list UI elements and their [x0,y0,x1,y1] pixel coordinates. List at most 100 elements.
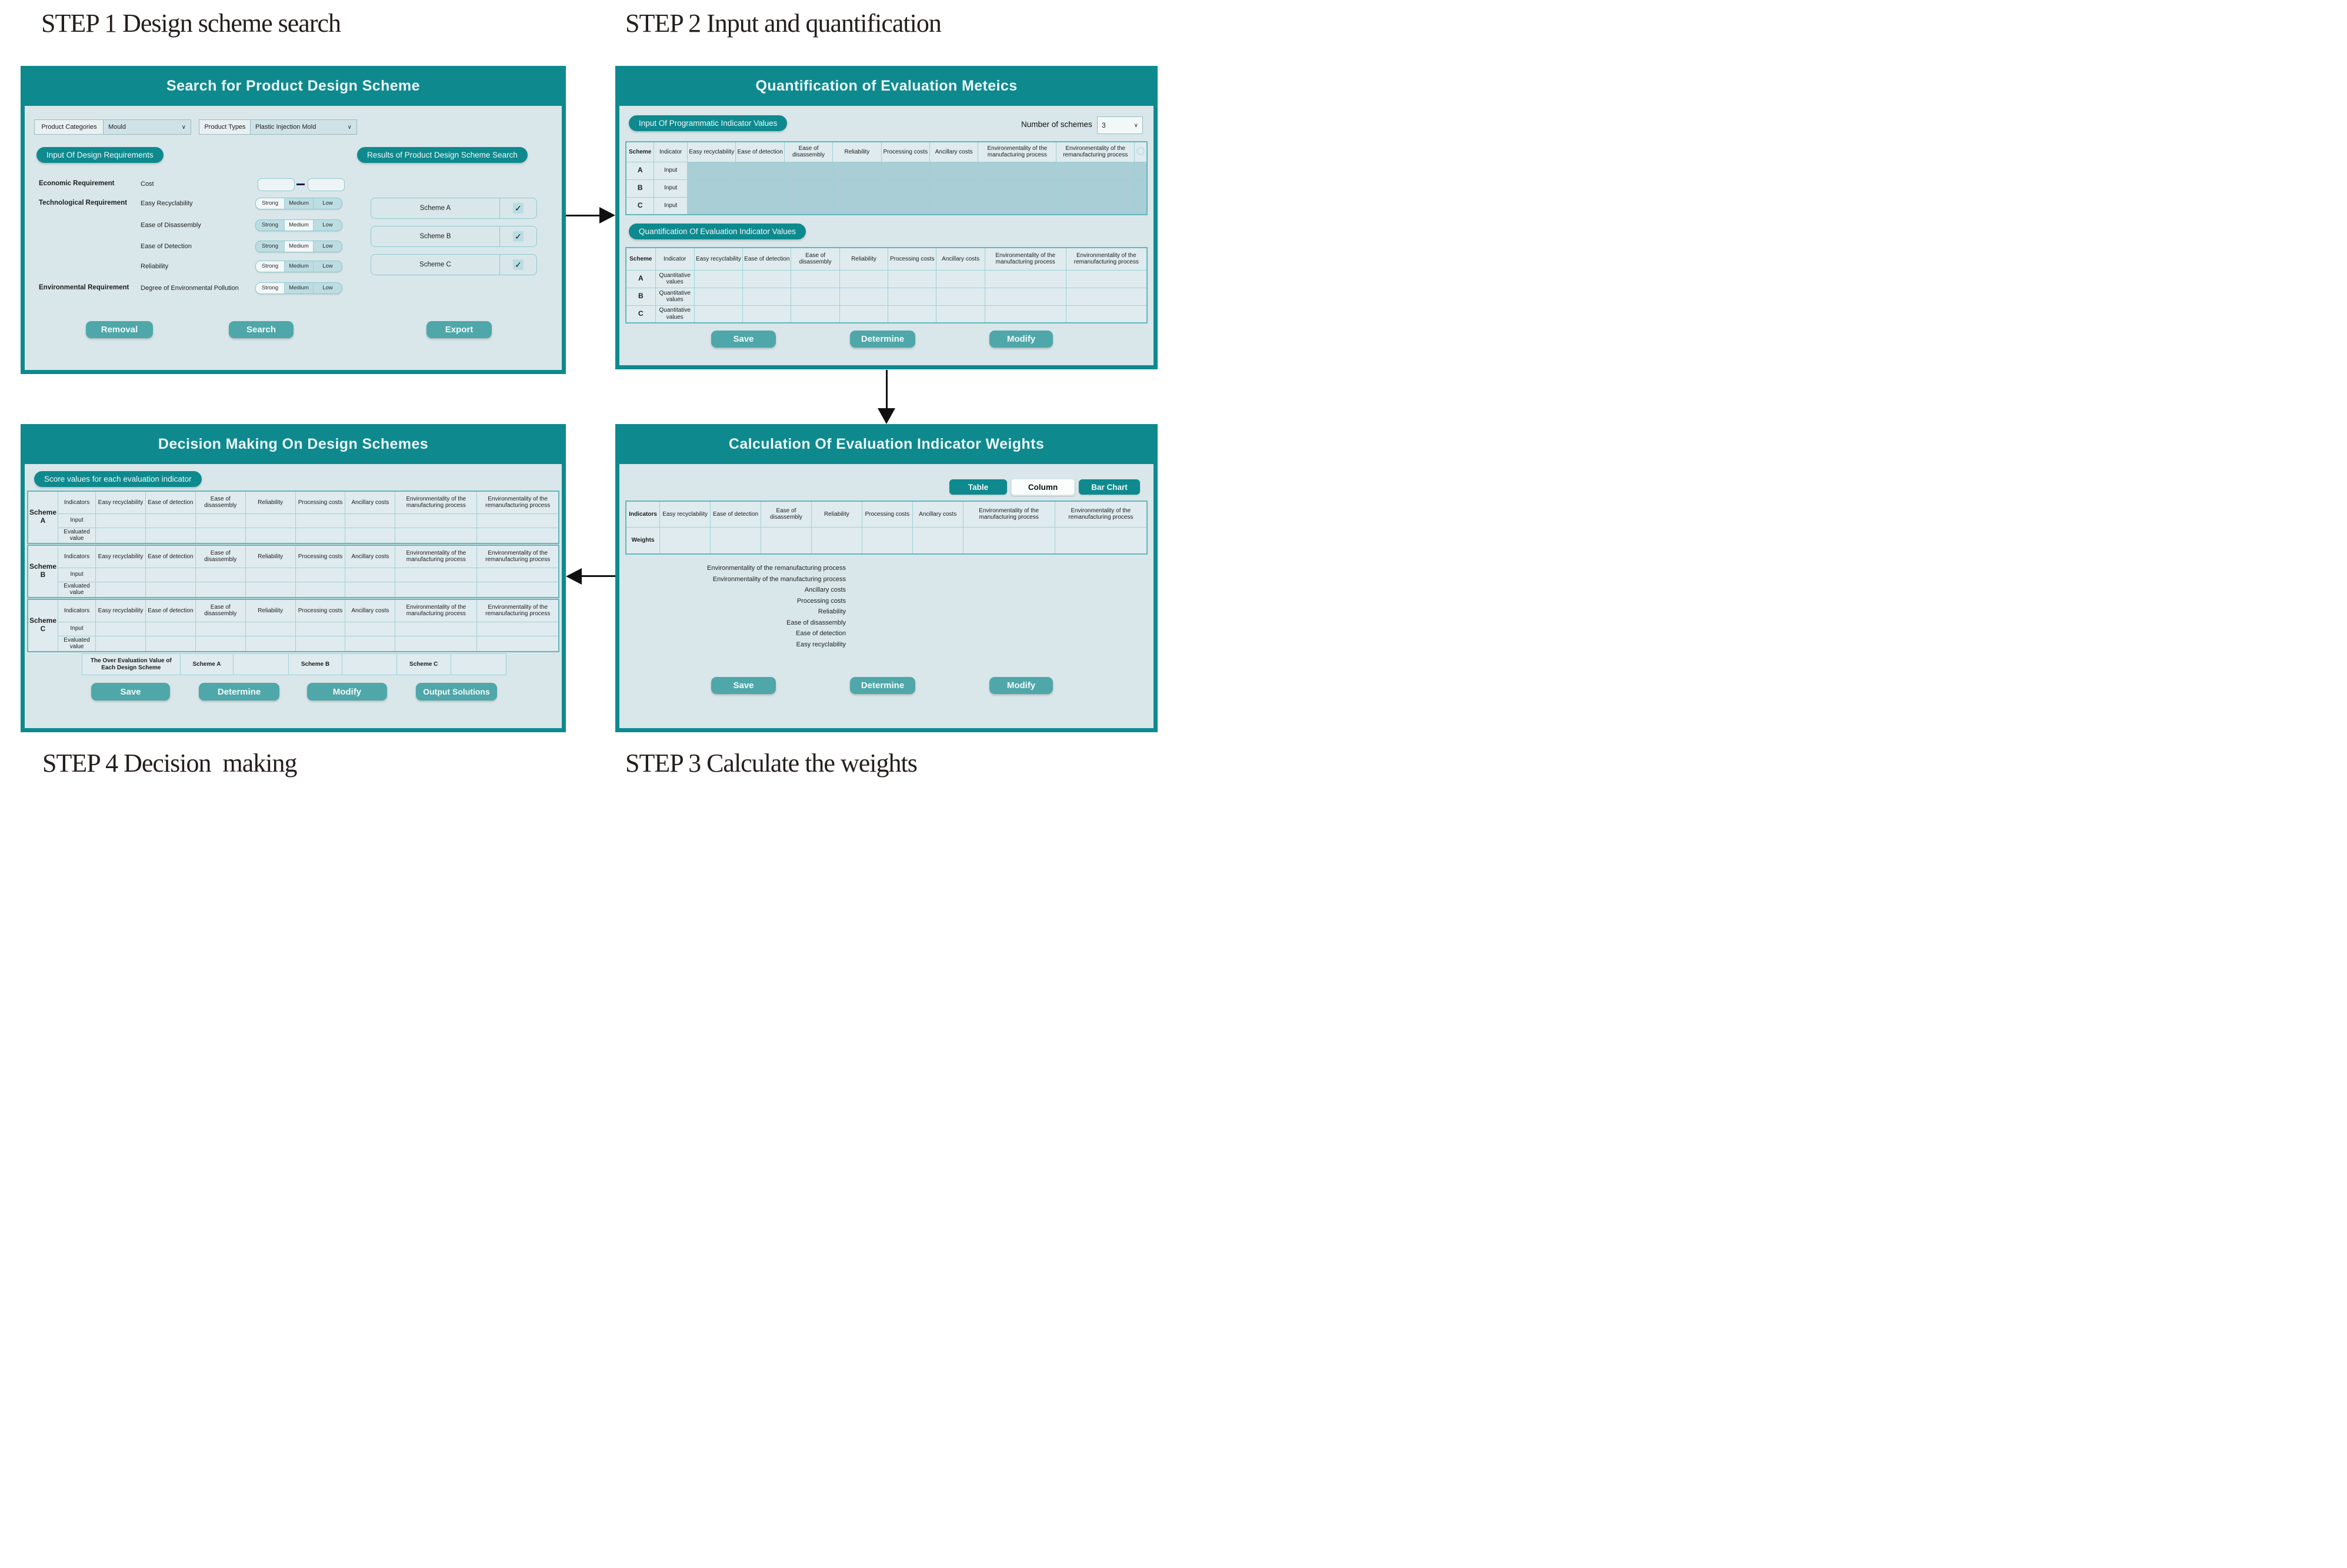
input-cell[interactable] [145,621,196,636]
value-cell[interactable] [95,581,146,598]
input-cell[interactable] [687,179,736,198]
input-cell[interactable] [839,287,889,306]
input-cell[interactable] [929,179,979,198]
input-cell[interactable] [735,161,785,180]
input-cell[interactable] [245,621,296,636]
modify-button[interactable]: Modify [989,677,1053,694]
input-cell[interactable] [345,621,396,636]
value-cell[interactable] [195,527,246,543]
product-types-dropdown[interactable]: Plastic Injection Mold∨ [250,119,357,135]
scheme-a-value-cell[interactable] [233,653,289,675]
weight-cell[interactable] [811,526,862,555]
weight-cell[interactable] [1054,526,1148,555]
value-cell[interactable] [245,527,296,543]
weight-cell[interactable] [912,526,964,555]
segment-medium[interactable]: Medium [285,198,314,209]
value-cell[interactable] [345,527,396,543]
value-cell[interactable] [295,581,346,598]
search-button[interactable]: Search [229,321,294,338]
segment-strong[interactable]: Strong [256,220,285,231]
removal-button[interactable]: Removal [86,321,153,338]
scheme-b-value-cell[interactable] [341,653,397,675]
modify-button[interactable]: Modify [989,331,1053,348]
value-cell[interactable] [245,635,296,652]
value-cell[interactable] [395,527,478,543]
output-solutions-button[interactable]: Output Solutions [416,683,497,700]
segment-low[interactable]: Low [322,285,333,291]
value-cell[interactable] [295,527,346,543]
weight-cell[interactable] [710,526,761,555]
cost-min-input[interactable] [258,178,295,191]
input-cell[interactable] [742,269,792,288]
input-cell[interactable] [95,621,146,636]
segment-medium[interactable]: Medium [285,283,314,293]
input-cell[interactable] [936,287,985,306]
save-button[interactable]: Save [711,331,776,348]
input-cell[interactable] [1134,161,1148,180]
input-cell[interactable] [881,196,931,215]
product-categories-dropdown[interactable]: Mould∨ [103,119,191,135]
value-cell[interactable] [476,635,559,652]
input-cell[interactable] [888,305,937,323]
input-cell[interactable] [195,621,246,636]
input-cell[interactable] [1134,196,1148,215]
segment-low[interactable]: Low [322,200,333,206]
table-view-button[interactable]: Table [949,479,1007,495]
input-cell[interactable] [984,305,1066,323]
segment-low[interactable]: Low [322,222,333,228]
input-cell[interactable] [694,305,744,323]
input-cell[interactable] [295,621,346,636]
input-cell[interactable] [978,196,1057,215]
input-cell[interactable] [984,269,1066,288]
input-cell[interactable] [195,567,246,582]
input-cell[interactable] [791,269,840,288]
input-cell[interactable] [395,567,478,582]
input-cell[interactable] [395,621,478,636]
scheme-a-checkbox[interactable]: ✓ [513,203,524,213]
input-cell[interactable] [687,161,736,180]
input-cell[interactable] [839,305,889,323]
input-cell[interactable] [245,513,296,528]
input-cell[interactable] [145,567,196,582]
input-cell[interactable] [832,179,882,198]
value-cell[interactable] [145,527,196,543]
input-cell[interactable] [832,161,882,180]
input-cell[interactable] [295,567,346,582]
weight-cell[interactable] [861,526,913,555]
input-cell[interactable] [784,196,834,215]
input-cell[interactable] [735,196,785,215]
input-cell[interactable] [476,567,559,582]
input-cell[interactable] [687,196,736,215]
input-cell[interactable] [978,161,1057,180]
input-cell[interactable] [1065,269,1148,288]
value-cell[interactable] [476,581,559,598]
input-cell[interactable] [95,567,146,582]
modify-button[interactable]: Modify [307,683,387,700]
input-cell[interactable] [1056,196,1135,215]
input-cell[interactable] [1065,305,1148,323]
save-button[interactable]: Save [91,683,170,700]
value-cell[interactable] [195,581,246,598]
input-cell[interactable] [742,287,792,306]
input-cell[interactable] [345,513,396,528]
export-button[interactable]: Export [426,321,492,338]
scheme-c-value-cell[interactable] [450,653,507,675]
input-cell[interactable] [832,196,882,215]
input-cell[interactable] [929,196,979,215]
segment-strong[interactable]: Strong [256,198,285,209]
input-cell[interactable] [791,287,840,306]
value-cell[interactable] [345,581,396,598]
bar-chart-view-button[interactable]: Bar Chart [1079,479,1140,495]
input-cell[interactable] [694,269,744,288]
input-cell[interactable] [936,269,985,288]
input-cell[interactable] [345,567,396,582]
segment-medium[interactable]: Medium [285,220,314,231]
input-cell[interactable] [791,305,840,323]
input-cell[interactable] [984,287,1066,306]
value-cell[interactable] [395,581,478,598]
input-cell[interactable] [395,513,478,528]
input-cell[interactable] [476,621,559,636]
number-of-schemes-select[interactable]: 3∨ [1097,116,1143,134]
input-cell[interactable] [881,179,931,198]
input-cell[interactable] [839,269,889,288]
